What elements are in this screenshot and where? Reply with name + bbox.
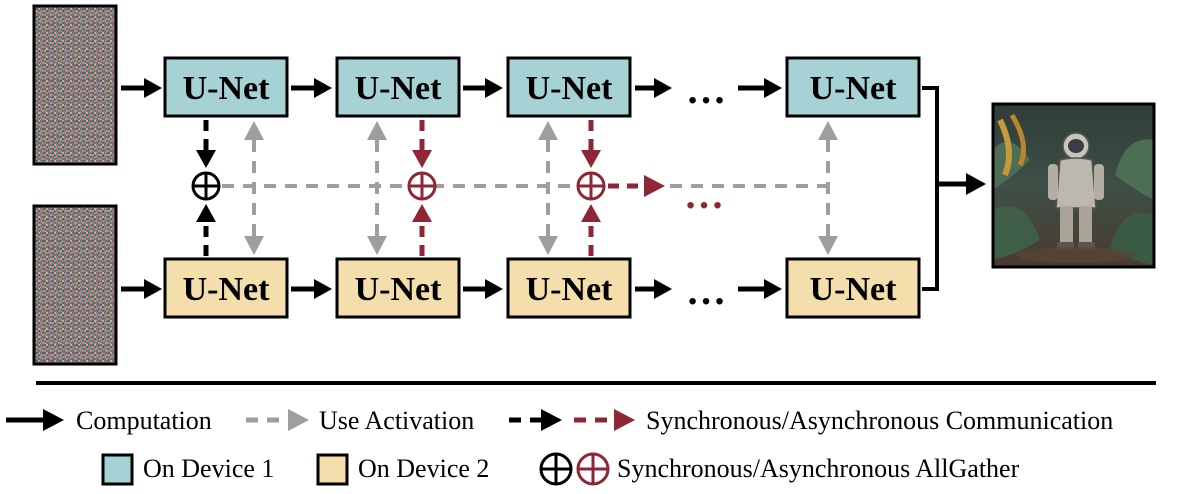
legend-device-2: On Device 2 xyxy=(316,453,489,486)
legend-allgather-label: Synchronous/Asynchronous AllGather xyxy=(617,454,1020,483)
unet-label: U-Net xyxy=(183,271,271,308)
unet-block: U-Net xyxy=(163,56,289,118)
unet-block: U-Net xyxy=(163,257,289,319)
sync-allgather-icon xyxy=(191,171,221,201)
unet-label: U-Net xyxy=(810,70,898,107)
legend-computation: Computation xyxy=(6,406,212,435)
unet-block: U-Net xyxy=(335,257,461,319)
unet-label: U-Net xyxy=(526,70,614,107)
unet-block: U-Net xyxy=(335,56,461,118)
legend-device-2-label: On Device 2 xyxy=(358,454,489,483)
legend-row-2: On Device 1 On Device 2 Synchronous/Asyn… xyxy=(101,452,1020,486)
unet-label: U-Net xyxy=(810,271,898,308)
ellipsis-row-1: … xyxy=(686,67,726,112)
unet-block: U-Net xyxy=(785,257,921,319)
activation-arrows xyxy=(222,121,838,255)
noise-input-device-1 xyxy=(32,4,118,166)
unet-label: U-Net xyxy=(355,271,443,308)
ellipsis-async: … xyxy=(684,172,724,217)
legend-communication-label: Synchronous/Asynchronous Communication xyxy=(646,406,1113,435)
unet-label: U-Net xyxy=(526,271,614,308)
legend-device-1-label: On Device 1 xyxy=(143,454,274,483)
unet-row-device-1: U-Net U-Net U-Net U-Net xyxy=(163,56,921,118)
async-communication xyxy=(407,120,665,256)
unet-block: U-Net xyxy=(785,56,921,118)
legend-use-activation: Use Activation xyxy=(246,406,474,435)
legend-device-1: On Device 1 xyxy=(101,453,274,486)
sync-communication xyxy=(191,120,221,256)
sync-allgather-icon xyxy=(539,452,573,486)
async-allgather-icon xyxy=(576,171,606,201)
async-allgather-icon xyxy=(407,171,437,201)
legend-row-1: Computation Use Activation Synchronous/A… xyxy=(6,406,1113,435)
computation-arrows xyxy=(121,78,986,299)
legend-use-activation-label: Use Activation xyxy=(319,406,474,435)
unet-block: U-Net xyxy=(506,56,632,118)
unet-block: U-Net xyxy=(506,257,632,319)
async-allgather-icon xyxy=(576,452,610,486)
unet-label: U-Net xyxy=(355,70,443,107)
legend-communication: Synchronous/Asynchronous Communication xyxy=(509,406,1113,435)
generated-astronaut-image xyxy=(991,102,1156,269)
ellipsis-row-2: … xyxy=(686,268,726,313)
unet-row-device-2: U-Net U-Net U-Net U-Net xyxy=(163,257,921,319)
legend-computation-label: Computation xyxy=(76,406,212,435)
unet-label: U-Net xyxy=(183,70,271,107)
legend-allgather: Synchronous/Asynchronous AllGather xyxy=(539,452,1020,486)
noise-input-device-2 xyxy=(32,204,118,366)
